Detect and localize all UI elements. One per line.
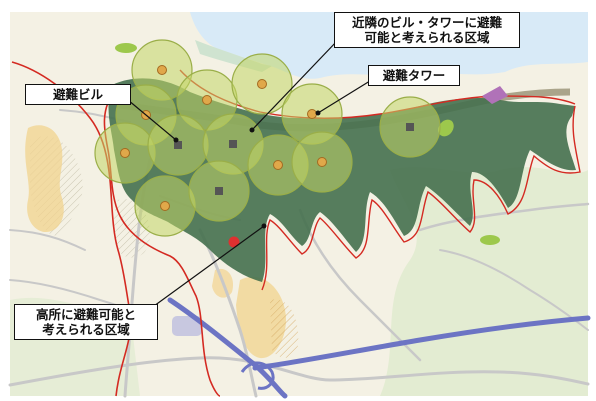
tower-marker <box>160 201 170 211</box>
expressway-ramp <box>240 361 275 390</box>
tower-marker <box>157 65 167 75</box>
green-patch-low-right <box>480 235 500 245</box>
tower-marker <box>202 95 212 105</box>
leader-dot-highground <box>261 223 267 229</box>
label-evacuation-tower: 避難タワー <box>368 65 460 86</box>
leader-dots <box>173 110 321 229</box>
leader-dot-building <box>173 137 179 143</box>
tower-marker <box>120 148 130 158</box>
building-marker <box>229 140 237 148</box>
pond <box>172 316 202 336</box>
leader-line-highground <box>153 225 265 307</box>
yellow-zone-center-hatch <box>270 299 299 358</box>
building-marker <box>406 123 414 131</box>
tower-markers <box>120 65 327 211</box>
hazard-boundary-line-3 <box>179 69 576 119</box>
leader-dot-tower <box>315 110 321 116</box>
red-location-marker <box>228 236 240 248</box>
label-nearby-evacuable-area: 近隣のビル・タワーに避難 可能と考えられる区域 <box>334 12 520 48</box>
leader-dot-nearby <box>249 127 255 133</box>
tower-marker <box>307 109 317 119</box>
tower-marker <box>317 157 327 167</box>
yellow-zone-left <box>25 125 64 232</box>
tower-marker <box>273 160 283 170</box>
harbor-structure <box>482 86 508 104</box>
green-patch-right <box>438 119 454 137</box>
label-high-ground-area: 高所に避難可能と 考えられる区域 <box>14 304 158 340</box>
hazard-boundary-line-4 <box>261 105 581 291</box>
building-marker <box>215 187 223 195</box>
leader-line-building <box>127 99 177 141</box>
building-markers <box>174 123 414 195</box>
green-patch-top <box>115 43 137 53</box>
tower-marker <box>257 79 267 89</box>
leader-line-nearby <box>251 39 339 131</box>
expressway <box>167 297 591 399</box>
label-evacuation-building: 避難ビル <box>25 84 131 105</box>
building-marker <box>174 141 182 149</box>
